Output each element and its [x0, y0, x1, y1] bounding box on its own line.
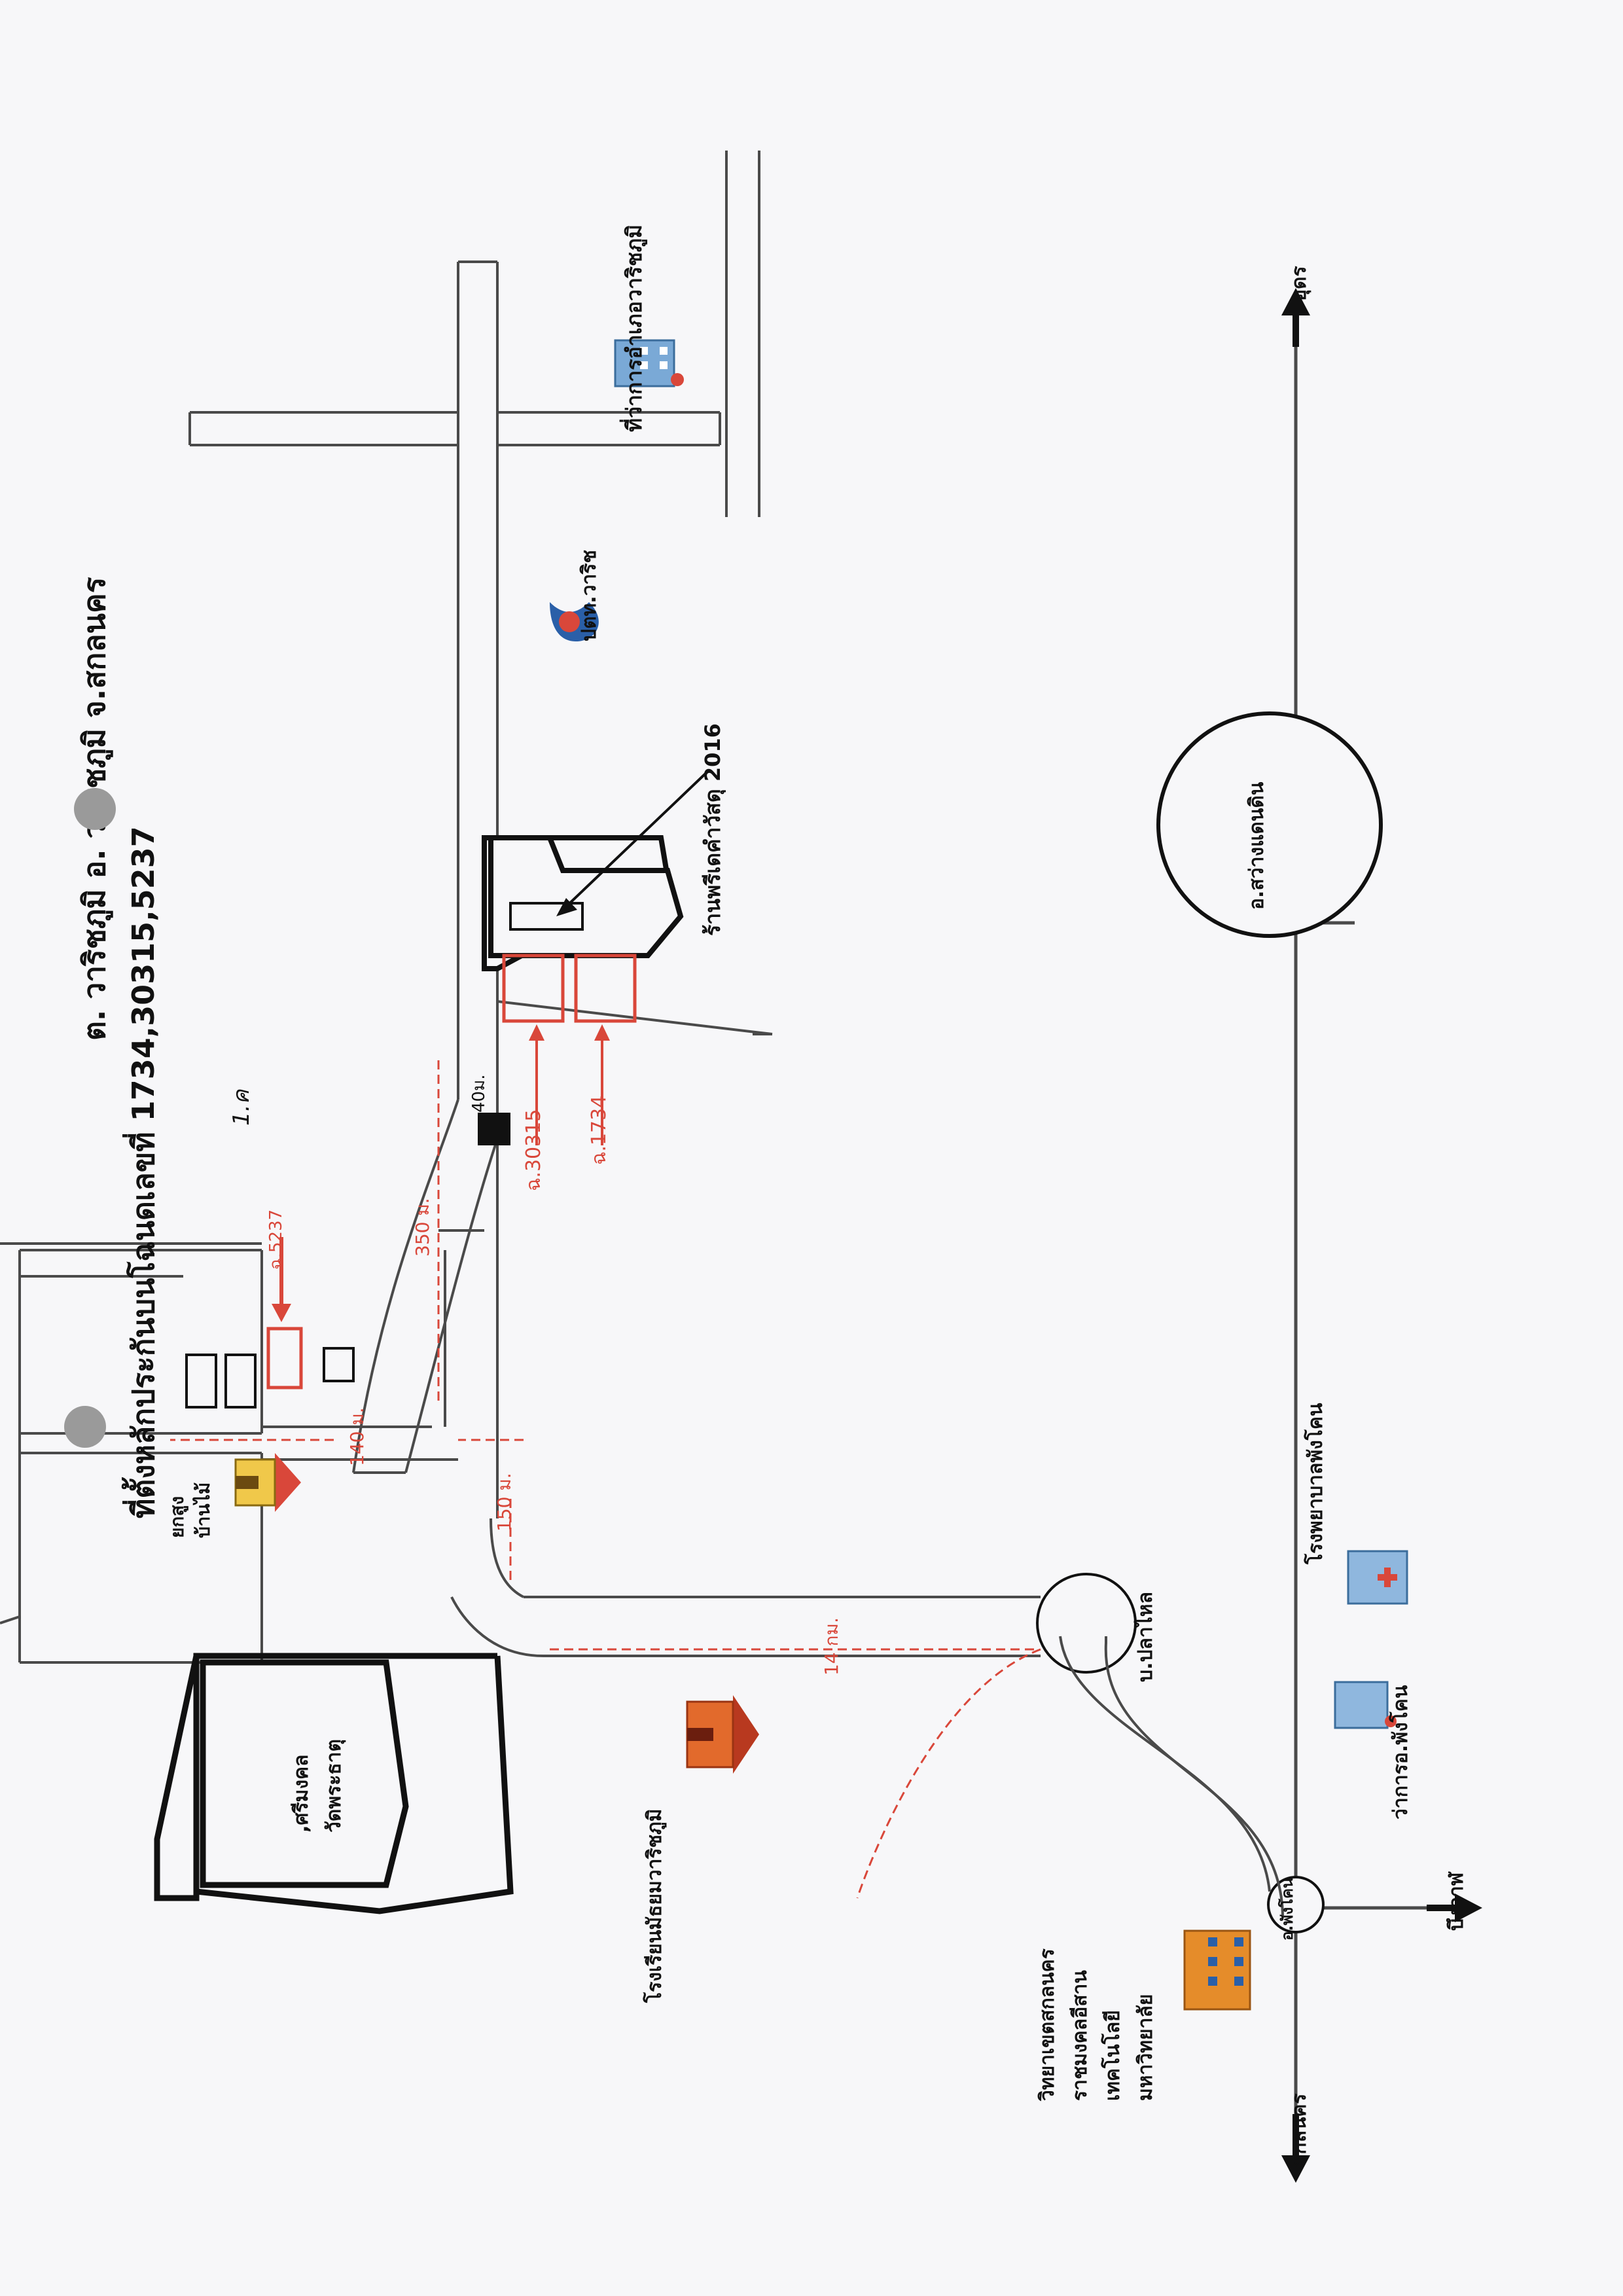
- road-14km: [450, 1518, 1041, 1657]
- pla-lai-circle: [1036, 1573, 1137, 1674]
- label-temple-2: ,ศรีมงคล: [290, 1755, 313, 1833]
- arrow-1734-icon: [594, 1024, 610, 1041]
- label-district-phangkhon: ว่าการอ.พังโคน: [1388, 1685, 1412, 1820]
- arrow-30315-icon: [529, 1024, 544, 1041]
- label-phangkhon: อ.พังโคน: [1277, 1877, 1296, 1941]
- text-layer: ที่ตั้งหลักประกันบนโฉนดเลขที่ 1734,30315…: [77, 224, 1468, 2166]
- map-rotated-layer: ที่ตั้งหลักประกันบนโฉนดเลขที่ 1734,30315…: [0, 151, 1482, 2183]
- label-parcel-30315: ฉ.30315: [522, 1109, 545, 1191]
- dir-east: บึงกาฬ: [1445, 1871, 1468, 1931]
- label-plalai: บ.ปลาไหล: [1133, 1592, 1157, 1682]
- district-office-icon: [614, 339, 684, 387]
- house-icon: [234, 1453, 301, 1512]
- main-town-road: [188, 151, 773, 1518]
- arrow-south-icon: [1281, 2114, 1310, 2183]
- temple-outline: [200, 1659, 409, 1888]
- label-university-2: เทคโนโลยี: [1100, 2010, 1124, 2101]
- label-parcel-1734: ฉ.1734: [588, 1096, 611, 1165]
- district-phangkhon-icon: [1334, 1681, 1397, 1729]
- sawang-dandin-circle: [1156, 711, 1383, 938]
- dir-south: สกลนคร: [1288, 2093, 1311, 2166]
- label-house-1: บ้านไม้: [192, 1482, 214, 1538]
- label-parcel-5237: ฉ.5237: [266, 1210, 286, 1270]
- phangkhon-circle: [1267, 1876, 1325, 1933]
- label-hospital: โรงพยาบาลพังโคน: [1303, 1403, 1327, 1565]
- road-phangkhon-plalai: [1059, 1636, 1284, 1918]
- label-sawang: อ.สว่างแดนดิน: [1245, 781, 1268, 910]
- plot-box-3: [185, 1354, 217, 1408]
- label-dist-150: 150 ม.: [493, 1473, 515, 1532]
- parcel-arrows: [535, 1034, 603, 1145]
- museum-pointer: [562, 771, 708, 911]
- label-temple-1: วัดพระธาตุ: [323, 1739, 346, 1833]
- temple-boundary: [154, 1653, 514, 1914]
- museum-pointer-head: [556, 898, 577, 916]
- label-dist-14km: 14 กม.: [821, 1617, 842, 1676]
- label-district-office: ที่ว่าการอำเภอวาริชภูมิ: [619, 224, 648, 432]
- arrow-north-icon: [1281, 288, 1310, 347]
- label-dist-140: 140 ม.: [346, 1407, 368, 1466]
- label-university-3: ราชมงคลอีสาน: [1069, 1970, 1092, 2101]
- museum-inner-rect: [509, 902, 584, 931]
- hospital-icon: [1347, 1550, 1408, 1605]
- plot-box-2: [224, 1354, 257, 1408]
- label-dist-40: 40ม.: [469, 1075, 489, 1113]
- parcel-5237-plot: [266, 1327, 303, 1390]
- label-university-4: วิทยาเขตสกลนคร: [1036, 1948, 1059, 2102]
- black-building: [478, 1113, 510, 1145]
- plot-box-1: [323, 1347, 355, 1382]
- label-university-1: มหาวิทยาลัย: [1134, 1994, 1157, 2101]
- handwriting-note: 1.ค: [228, 1089, 255, 1126]
- dir-north: อุดร: [1288, 266, 1311, 301]
- parcel-1734-plot: [574, 954, 637, 1023]
- label-ptt: ปตท.วาริช: [578, 550, 601, 641]
- label-school: โรงเรียนมัธยมวาริชภูมิ: [642, 1809, 667, 2003]
- label-museum: ร้านพรีเดคำวัสดุ 2016: [700, 723, 726, 936]
- punch-hole-top: [74, 788, 116, 830]
- punch-hole-bottom: [64, 1406, 106, 1448]
- arrow-5237-icon: [272, 1304, 291, 1322]
- label-house-2: ยกสูง: [166, 1496, 188, 1538]
- university-icon: [1183, 1929, 1251, 2011]
- label-dist-350: 350 ม.: [412, 1198, 433, 1257]
- distance-markers: [170, 1060, 1041, 1899]
- title-line1: ที่ตั้งหลักประกันบนโฉนดเลขที่ 1734,30315…: [121, 826, 161, 1518]
- school-icon: [686, 1695, 759, 1774]
- ptt-drop-icon: [550, 602, 599, 641]
- town-grid: [0, 1229, 484, 1664]
- parcel-30315-plot: [502, 954, 565, 1023]
